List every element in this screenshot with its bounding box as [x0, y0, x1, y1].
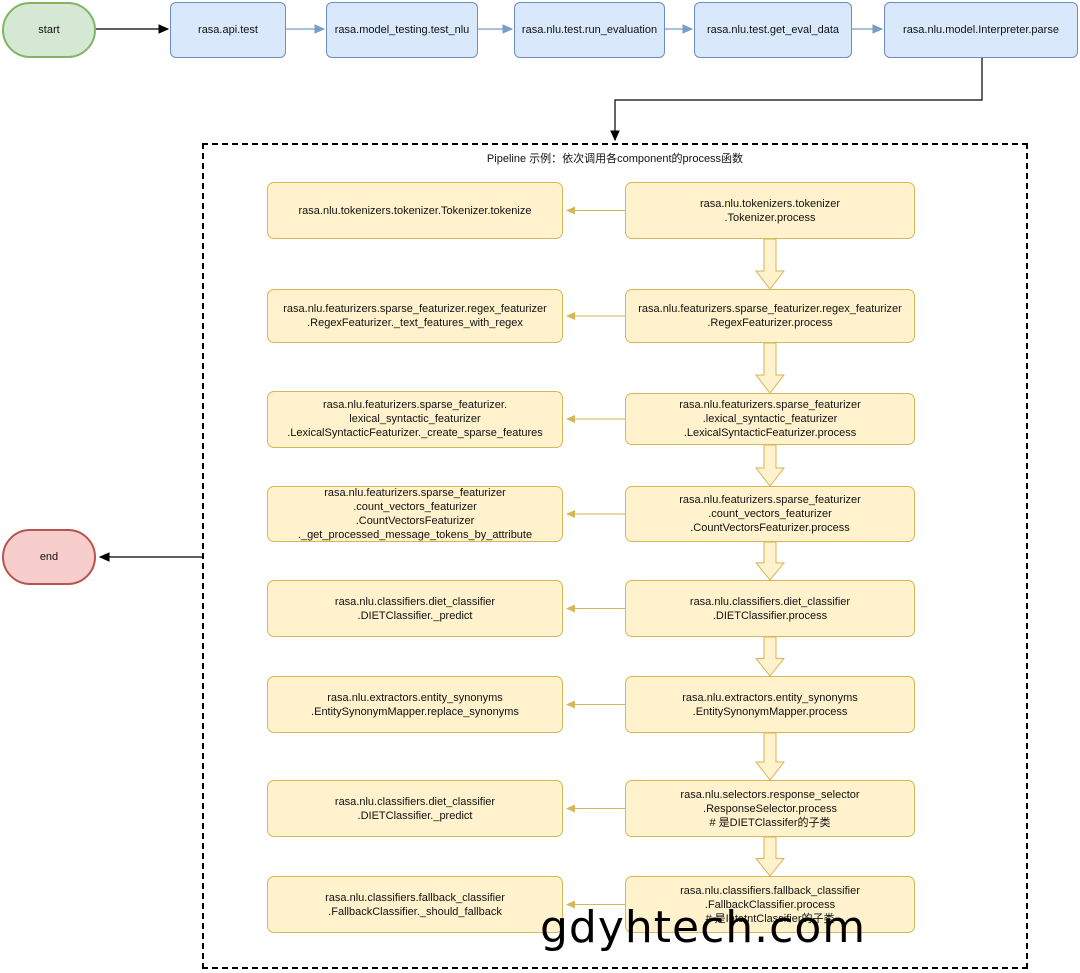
edge-parse-to-pipeline [610, 58, 983, 142]
detail-node-line: rasa.nlu.featurizers.sparse_featurizer. [322, 399, 508, 411]
end-node: end [2, 529, 96, 585]
row-edges [566, 206, 786, 909]
detail-node-3: rasa.nlu.featurizers.sparse_featurizer .c… [267, 486, 563, 542]
detail-node-line: .FallbackClassifier._should_fallback [328, 905, 502, 918]
flow-node-label: rasa.nlu.model.Interpreter.parse [903, 24, 1059, 36]
detail-node-line: rasa.nlu.classifiers.diet_classifier [334, 795, 496, 808]
process-node-line: .DIETClassifier.process [712, 609, 828, 622]
detail-node-4: rasa.nlu.classifiers.diet_classifier.DIE… [267, 580, 563, 637]
detail-node-line: .EntitySynonymMapper.replace_synonyms [311, 705, 519, 718]
process-node-line: rasa.nlu.tokenizers.tokenizer [699, 197, 840, 210]
process-node-line: .ResponseSelector.process [703, 802, 837, 815]
process-node-0: rasa.nlu.tokenizers.tokenizer.Tokenizer.… [625, 182, 915, 239]
flow-node-api-test: rasa.api.test [170, 2, 286, 58]
flow-node-run-evaluation: rasa.nlu.test.run_evaluation [514, 2, 665, 58]
start-label: start [38, 24, 60, 36]
detail-node-0: rasa.nlu.tokenizers.tokenizer.Tokenizer.… [267, 182, 563, 239]
detail-node-line: rasa.nlu.featurizers.sparse_featurizer [324, 487, 506, 499]
detail-node-line: .RegexFeaturizer._text_features_with_reg… [307, 317, 523, 329]
detail-node-2: rasa.nlu.featurizers.sparse_featurizer.l… [267, 390, 563, 448]
edge-block-arrow-3 [754, 541, 786, 581]
process-node-1: rasa.nlu.featurizers.sparse_featurizer.r… [625, 289, 915, 343]
detail-node-line: rasa.nlu.featurizers.sparse_featurizer.r… [283, 303, 547, 315]
process-node-line: .count_vectors_featurizer [708, 508, 832, 520]
flow-node-test-nlu: rasa.model_testing.test_nlu [326, 2, 478, 58]
detail-node-line: lexical_syntactic_featurizer [349, 413, 481, 425]
end-label: end [39, 551, 59, 563]
start-node: start [2, 2, 96, 58]
watermark-text: gdyhtech.com [540, 902, 867, 953]
process-node-line: .EntitySynonymMapper.process [692, 705, 848, 718]
detail-node-line: .DIETClassifier._predict [357, 809, 473, 822]
process-node-line: rasa.nlu.extractors.entity_synonyms [682, 691, 858, 704]
detail-node-line: .LexicalSyntacticFeaturizer._create_spar… [287, 427, 543, 439]
process-node-line: .LexicalSyntacticFeaturizer.process [683, 427, 857, 439]
process-node-6: rasa.nlu.selectors.response_selector.Res… [625, 780, 915, 837]
detail-node-line: .DIETClassifier._predict [357, 609, 473, 622]
process-node-2: rasa.nlu.featurizers.sparse_featurizer .l… [625, 393, 915, 445]
process-node-line: rasa.nlu.classifiers.diet_classifier [689, 595, 851, 608]
process-node-line: .RegexFeaturizer.process [707, 317, 833, 329]
detail-node-line: rasa.nlu.classifiers.fallback_classifier [325, 891, 505, 904]
edge-block-arrow-6 [754, 836, 786, 877]
process-node-line: .lexical_syntactic_featurizer [702, 413, 838, 425]
flow-node-get-eval-data: rasa.nlu.test.get_eval_data [694, 2, 852, 58]
process-node-line: # 是IntetntClassifier的子类 [705, 912, 835, 925]
process-node-7: rasa.nlu.classifiers.fallback_classifier… [625, 876, 915, 933]
detail-node-line: .CountVectorsFeaturizer [355, 515, 475, 527]
process-node-line: .Tokenizer.process [724, 211, 816, 224]
process-node-5: rasa.nlu.extractors.entity_synonyms.Enti… [625, 676, 915, 733]
process-node-3: rasa.nlu.featurizers.sparse_featurizer .c… [625, 486, 915, 542]
flow-node-label: rasa.model_testing.test_nlu [334, 24, 470, 36]
process-node-4: rasa.nlu.classifiers.diet_classifier.DIE… [625, 580, 915, 637]
flow-node-label: rasa.nlu.test.get_eval_data [706, 24, 840, 36]
process-node-line: # 是DIETClassifer的子类 [709, 816, 831, 829]
process-node-line: rasa.nlu.featurizers.sparse_featurizer [679, 399, 861, 411]
edge-block-arrow-2 [754, 444, 786, 487]
detail-node-line: rasa.nlu.extractors.entity_synonyms [327, 691, 503, 704]
edge-block-arrow-1 [754, 342, 786, 394]
process-node-line: rasa.nlu.featurizers.sparse_featurizer.r… [638, 303, 902, 315]
detail-node-7: rasa.nlu.classifiers.fallback_classifier… [267, 876, 563, 933]
detail-node-line: ._get_processed_message_tokens_by_attrib… [297, 529, 533, 541]
pipeline-title: Pipeline 示例：依次调用各component的process函数 [486, 153, 744, 165]
process-node-line: rasa.nlu.selectors.response_selector [680, 788, 860, 801]
pipeline-container [202, 143, 1028, 969]
detail-node-1: rasa.nlu.featurizers.sparse_featurizer.r… [267, 289, 563, 343]
flow-node-label: rasa.nlu.test.run_evaluation [521, 24, 658, 36]
detail-node-line: rasa.nlu.classifiers.diet_classifier [334, 595, 496, 608]
flow-node-interpreter-parse: rasa.nlu.model.Interpreter.parse [884, 2, 1078, 58]
process-node-line: rasa.nlu.featurizers.sparse_featurizer [679, 494, 861, 506]
detail-node-line: .count_vectors_featurizer [353, 501, 477, 513]
edge-block-arrow-4 [754, 636, 786, 677]
edge-block-arrow-0 [754, 238, 786, 290]
flow-node-label: rasa.api.test [198, 24, 258, 36]
process-node-line: .FallbackClassifier.process [704, 898, 836, 911]
edge-block-arrow-5 [754, 732, 786, 781]
detail-node-5: rasa.nlu.extractors.entity_synonyms.Enti… [267, 676, 563, 733]
process-node-line: rasa.nlu.classifiers.fallback_classifier [680, 884, 860, 897]
detail-node-line: rasa.nlu.tokenizers.tokenizer.Tokenizer.… [298, 204, 532, 217]
detail-node-6: rasa.nlu.classifiers.diet_classifier.DIE… [267, 780, 563, 837]
process-node-line: .CountVectorsFeaturizer.process [690, 522, 850, 534]
